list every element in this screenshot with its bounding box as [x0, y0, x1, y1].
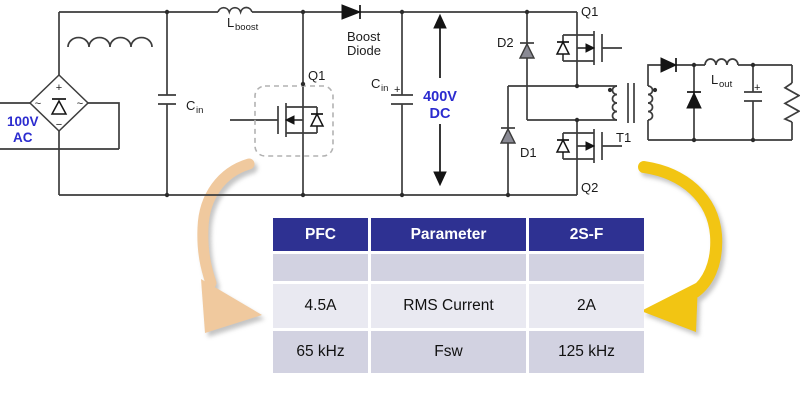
dc-type-label: DC — [430, 106, 451, 122]
pfc-highlight-box — [254, 85, 334, 157]
dc-voltage-label: 400V — [423, 89, 457, 105]
lboost-label: L — [227, 15, 234, 30]
pfc-callout-arrow — [197, 158, 262, 333]
cin-filter-capacitor — [158, 12, 176, 195]
comparison-table: PFC Parameter 2S-F 4.5A RMS Current 2A 6… — [273, 218, 644, 373]
d1-label: D1 — [520, 145, 537, 160]
cin-bulk-label-sub: in — [381, 83, 388, 94]
cin-bulk-plus-mark: + — [394, 84, 400, 96]
bridge-minus-mark: − — [56, 119, 62, 131]
load-resistor-icon — [783, 82, 800, 123]
table-cell-pfc-rms: 4.5A — [273, 284, 368, 328]
table-cell-2sf-rms: 2A — [529, 284, 644, 328]
lboost-inductor-icon — [217, 6, 253, 15]
dc-rails — [59, 11, 577, 196]
table-header-parameter: Parameter — [371, 218, 526, 251]
table-spacer-cell — [529, 254, 644, 281]
table-spacer-cell — [273, 254, 368, 281]
ac-voltage-label: 100V — [7, 114, 39, 129]
filter-choke-icon — [67, 36, 153, 48]
forward-q2-label: Q2 — [581, 180, 598, 195]
d2-label: D2 — [497, 35, 514, 50]
d1-diode — [499, 86, 517, 195]
ac-type-label: AC — [13, 130, 33, 145]
pfc-q1-mosfet — [230, 12, 334, 195]
table-spacer-cell — [371, 254, 526, 281]
cin-filter-label-sub: in — [196, 105, 203, 116]
table-cell-param-rms: RMS Current — [371, 284, 526, 328]
forward-q1-mosfet — [556, 12, 622, 86]
boost-diode-icon — [341, 4, 362, 20]
cout-plus-mark: + — [754, 82, 760, 94]
cin-filter-label: C — [186, 98, 195, 113]
dc-bus-arrow — [433, 13, 447, 187]
forward-callout-arrow — [638, 161, 723, 332]
table-header-pfc: PFC — [273, 218, 368, 251]
lout-inductor-icon — [704, 58, 739, 66]
table-cell-pfc-fsw: 65 kHz — [273, 331, 368, 373]
lboost-label-sub: boost — [235, 22, 259, 33]
pfc-q1-label: Q1 — [308, 68, 325, 83]
lout-label-sub: out — [719, 79, 733, 90]
forward-q1-label: Q1 — [581, 4, 598, 19]
table-cell-2sf-fsw: 125 kHz — [529, 331, 644, 373]
lout-label: L — [711, 72, 718, 87]
transformer-t1 — [607, 83, 658, 123]
bridge-rectifier: + − ~ ~ — [28, 12, 90, 195]
cin-bulk-capacitor — [391, 12, 413, 195]
table-cell-param-fsw: Fsw — [371, 331, 526, 373]
bridge-ac-mark-left: ~ — [35, 98, 41, 110]
boost-diode-label-1: Boost — [347, 29, 381, 44]
bridge-ac-mark-right: ~ — [77, 98, 83, 110]
t1-label: T1 — [616, 130, 631, 145]
bridge-plus-mark: + — [56, 82, 62, 94]
junction-dots — [164, 9, 580, 198]
table-header-2sf: 2S-F — [529, 218, 644, 251]
cin-bulk-label: C — [371, 76, 380, 91]
boost-diode-label-2: Diode — [347, 43, 381, 58]
output-stage — [647, 57, 800, 143]
d2-diode — [518, 12, 536, 120]
